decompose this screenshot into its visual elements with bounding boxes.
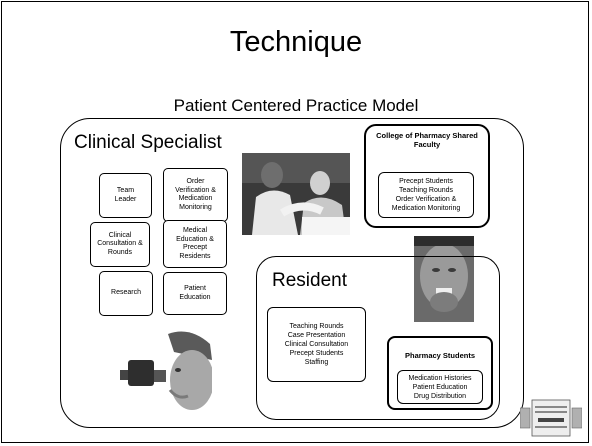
list-item: Medication Monitoring [391,205,461,212]
role-order-verification: Order Verification & Medication Monitori… [163,168,228,222]
child-inhaler-photo [118,330,212,414]
list-item: Clinical Consultation [284,341,349,348]
slide-subtitle: Patient Centered Practice Model [173,96,419,115]
list-item: Medication Histories [408,374,472,382]
resident-panel [256,256,500,420]
role-medical-education: Medical Education & Precept Residents [163,220,227,268]
pharmacy-students-heading: Pharmacy Students [404,351,476,360]
role-research: Research [99,271,153,316]
list-item: Drug Distribution [413,392,467,400]
list-item: Order Verification & [395,196,457,203]
list-item: Case Presentation [287,332,346,339]
list-item: Teaching Rounds [289,323,344,330]
resident-list: Teaching Rounds Case Presentation Clinic… [267,307,366,382]
elderly-woman-medication-photo [414,236,474,322]
meeting-logo-icon [519,398,583,438]
shared-faculty-list: Precept Students Teaching Rounds Order V… [378,172,474,218]
role-team-leader: Team Leader [99,173,152,218]
clinical-specialist-panel [60,118,524,428]
resident-heading: Resident [272,270,347,291]
slide-title: Technique [229,26,363,58]
role-clinical-consultation: Clinical Consultation & Rounds [90,222,150,267]
list-item: Patient Education [412,383,468,391]
shared-faculty-heading: College of Pharmacy Shared Faculty [376,131,478,149]
list-item: Precept Students [399,178,453,185]
role-patient-education: Patient Education [163,272,227,315]
list-item: Staffing [304,359,329,366]
list-item: Precept Students [289,350,344,357]
clinical-specialist-heading: Clinical Specialist [74,132,222,153]
pharmacist-with-patient-photo [242,153,350,235]
pharmacy-students-list: Medication Histories Patient Education D… [397,370,483,404]
list-item: Teaching Rounds [398,187,454,194]
